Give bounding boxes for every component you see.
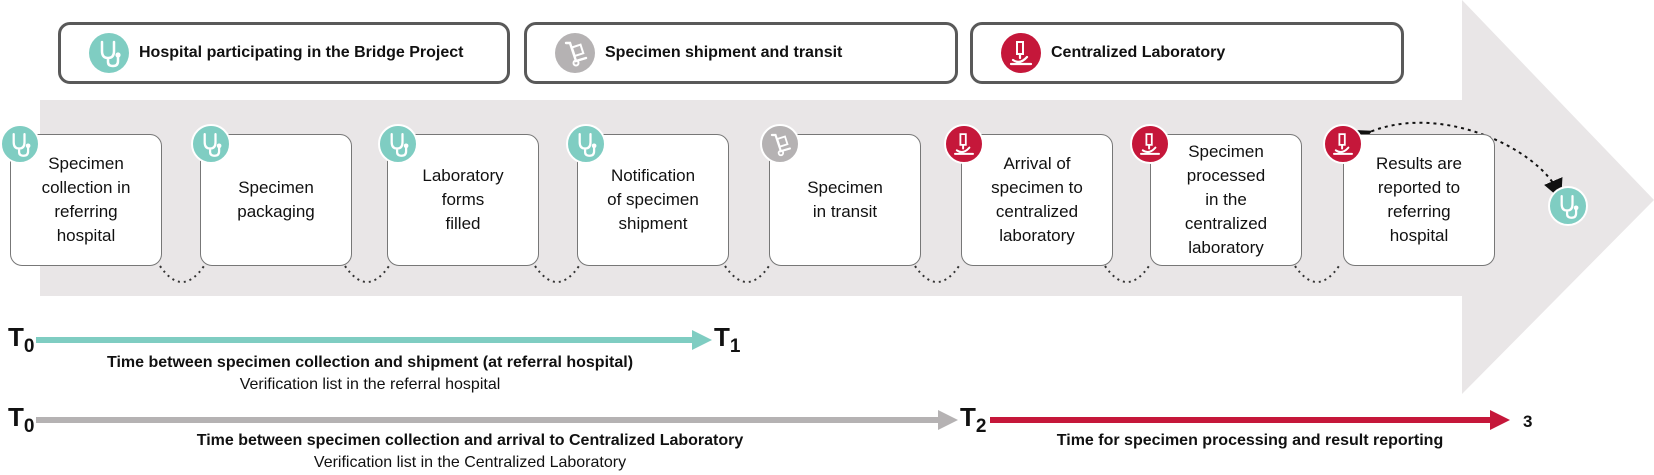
timeline-title: Time between specimen collection and shi… <box>106 354 634 371</box>
stethoscope-icon <box>566 124 606 164</box>
step-connector <box>534 265 580 283</box>
step-connector <box>914 265 960 283</box>
step-connector <box>344 265 390 283</box>
legend-label: Hospital participating in the Bridge Pro… <box>139 44 464 61</box>
hand-truck-icon <box>760 124 800 164</box>
legend-laboratory: Centralized Laboratory <box>970 22 1404 84</box>
timeline-end-label: T2 <box>960 402 987 437</box>
step-results-reported: Results are reported to referring hospit… <box>1343 134 1495 266</box>
stethoscope-icon <box>1548 186 1588 226</box>
timeline-start-label: T0 <box>8 322 35 357</box>
timeline-subtitle: Verification list in the Centralized Lab… <box>313 454 627 471</box>
legend-label: Centralized Laboratory <box>1051 44 1226 61</box>
step-label: Notification of specimen shipment <box>607 166 699 233</box>
stethoscope-icon <box>378 124 418 164</box>
timeline-arrows <box>36 330 1510 430</box>
timeline-caption: Time for specimen processing and result … <box>990 430 1510 452</box>
step-connector <box>1104 265 1150 283</box>
microscope-icon <box>944 124 984 164</box>
microscope-icon <box>1001 33 1041 73</box>
step-label: Specimen packaging <box>237 178 315 221</box>
legend-hospital: Hospital participating in the Bridge Pro… <box>58 22 510 84</box>
step-label: Specimen collection in referring hospita… <box>41 154 131 245</box>
stethoscope-icon <box>89 33 129 73</box>
timeline-end-label: T1 <box>714 322 741 357</box>
legend-transit: Specimen shipment and transit <box>524 22 958 84</box>
step-label: Laboratory forms filled <box>422 166 504 233</box>
step-connector <box>159 265 205 283</box>
timeline-arrow-head <box>938 410 958 430</box>
step-connector <box>1294 265 1340 283</box>
step-arrival-laboratory: Arrival of specimen to centralized labor… <box>961 134 1113 266</box>
stethoscope-icon <box>191 124 231 164</box>
step-label: Specimen in transit <box>807 178 883 221</box>
step-connectors <box>159 265 1340 283</box>
timeline-title: Time for specimen processing and result … <box>1056 432 1444 449</box>
legend-label: Specimen shipment and transit <box>605 44 843 61</box>
stethoscope-icon <box>0 124 40 164</box>
step-notification-shipment: Notification of specimen shipment <box>577 134 729 266</box>
microscope-icon <box>1323 124 1363 164</box>
timeline-arrow-head <box>1490 410 1510 430</box>
step-label: Specimen processed in the centralized la… <box>1184 142 1268 257</box>
timeline-end-label: 3 <box>1523 412 1533 431</box>
timeline-caption: Time between specimen collection and arr… <box>40 430 900 474</box>
microscope-icon <box>1130 124 1170 164</box>
hand-truck-icon <box>555 33 595 73</box>
timeline-title: Time between specimen collection and arr… <box>196 432 744 449</box>
timeline-arrow-head <box>692 330 712 350</box>
step-specimen-processed: Specimen processed in the centralized la… <box>1150 134 1302 266</box>
timeline-caption: Time between specimen collection and shi… <box>40 352 700 396</box>
step-label: Arrival of specimen to centralized labor… <box>991 154 1083 245</box>
timeline-subtitle: Verification list in the referral hospit… <box>239 376 501 393</box>
step-label: Results are reported to referring hospit… <box>1376 154 1462 245</box>
step-connector <box>724 265 770 283</box>
timeline-start-label: T0 <box>8 402 35 437</box>
